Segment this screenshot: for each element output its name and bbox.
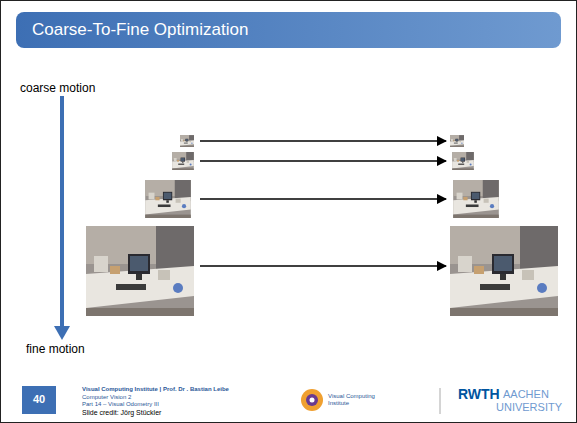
footer-text: Part 14 – Visual Odometry III (82, 401, 159, 408)
page-number-box (22, 386, 56, 414)
footer-text: Visual Computing Institute | Prof. Dr . … (82, 386, 229, 393)
logo-text: UNIVERSITY (496, 401, 562, 413)
page-number: 40 (22, 393, 56, 405)
slide-title: Coarse-To-Fine Optimization (32, 20, 248, 40)
footer-text: Computer Vision 2 (82, 394, 131, 401)
logo-text: Visual Computing Institute (328, 393, 388, 407)
logo-text: RWTH (458, 386, 500, 402)
slide-credit: Slide credit: Jörg Stückler (82, 409, 161, 417)
axis-label: coarse motion (20, 81, 95, 95)
level-arrows (200, 141, 446, 266)
image-pyramid-left (86, 135, 194, 316)
axis-label: fine motion (26, 342, 85, 356)
logo-text: AACHEN (503, 388, 549, 400)
scale-arrow (60, 96, 64, 330)
title-bar (16, 12, 561, 48)
image-pyramid-right (450, 135, 558, 316)
vci-logo (301, 389, 323, 411)
